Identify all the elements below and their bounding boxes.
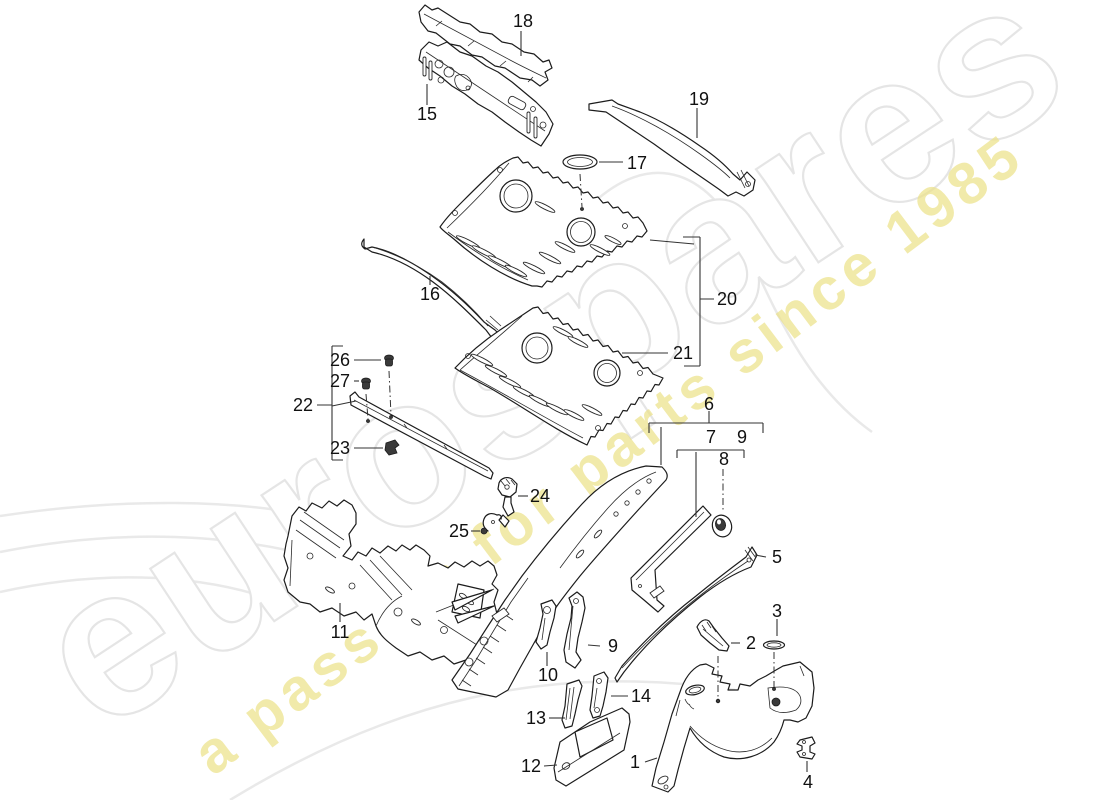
part-26-bolt: [384, 354, 394, 367]
callout-25: 25: [449, 521, 469, 541]
callout-4: 4: [803, 772, 813, 792]
callout-labels: 18 15 19 17 16 20 21 26 27 22 23 24 25 1…: [293, 11, 813, 792]
part-25-hook: [480, 513, 502, 535]
part-9-reinforcement-strip: [563, 591, 586, 669]
part-2-clamp-bracket: [696, 619, 730, 652]
part-19-side-member: [588, 99, 756, 197]
callout-1: 1: [630, 752, 640, 772]
part-23-clip: [384, 439, 400, 456]
callout-5: 5: [772, 547, 782, 567]
callout-13: 13: [526, 708, 546, 728]
callout-21: 21: [673, 343, 693, 363]
part-4-clip: [796, 736, 816, 760]
callout-24: 24: [530, 486, 550, 506]
part-17-seal-ring: [562, 154, 598, 170]
callout-26: 26: [330, 350, 350, 370]
callout-8: 8: [719, 449, 729, 469]
callout-10: 10: [538, 665, 558, 685]
callout-9b: 9: [608, 636, 618, 656]
callout-7: 7: [706, 427, 716, 447]
part-3-seal-ring: [762, 640, 786, 650]
callout-15: 15: [417, 104, 437, 124]
part-14-strip: [589, 671, 609, 719]
leader-lines: [317, 31, 808, 772]
callout-20: 20: [717, 289, 737, 309]
callout-27: 27: [330, 371, 350, 391]
part-1-wheel-housing: [651, 661, 815, 793]
part-27-bolt: [361, 377, 371, 390]
part-22-rocker-strip: [349, 391, 494, 480]
part-5-sill-member: [614, 546, 758, 683]
callout-11: 11: [331, 622, 350, 642]
background-swoosh-curves: [0, 171, 873, 800]
part-10-bracket-strip: [535, 599, 557, 650]
callout-22: 22: [293, 395, 313, 415]
part-8-grommet: [711, 514, 733, 538]
callout-3: 3: [772, 601, 782, 621]
part-18-rear-panel-rail: [418, 4, 553, 87]
callout-23: 23: [330, 438, 350, 458]
part-20-floor-pan-upper: [439, 156, 648, 288]
callout-16: 16: [420, 284, 440, 304]
callout-17: 17: [627, 153, 647, 173]
callout-18: 18: [513, 11, 533, 31]
callout-2: 2: [746, 633, 756, 653]
part-7-pillar-reinforcement: [630, 505, 712, 613]
part-11-rear-wall-assembly: [283, 499, 499, 665]
part-15-rear-panel: [418, 41, 554, 147]
callout-6: 6: [704, 394, 714, 414]
callout-9: 9: [737, 427, 747, 447]
part-13-strip: [561, 679, 583, 729]
callout-19: 19: [689, 89, 709, 109]
part-12-quarter-panel-frame: [553, 707, 631, 787]
callout-12: 12: [521, 756, 541, 776]
callout-14: 14: [631, 686, 651, 706]
part-21-floor-pan-lower: [454, 306, 664, 446]
part-16-support-rail: [361, 238, 502, 339]
